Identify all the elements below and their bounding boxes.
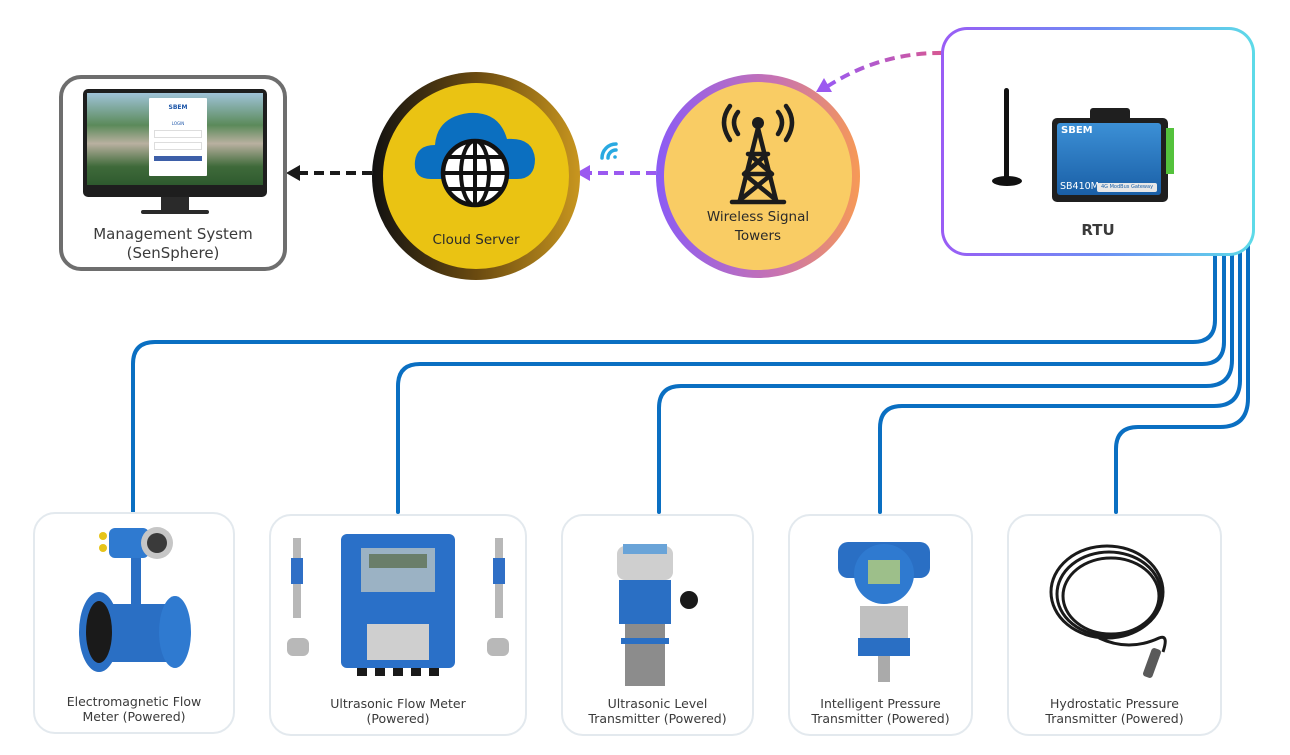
device-card-intelligent-pressure-transmitter: Intelligent Pressure Transmitter (Powere… bbox=[788, 514, 973, 736]
wireless-tower-node: Wireless Signal Towers bbox=[656, 74, 860, 278]
device-label: Ultrasonic Flow Meter (Powered) bbox=[330, 696, 466, 726]
wireless-tower-label: Wireless Signal Towers bbox=[706, 209, 810, 244]
rtu-brand: SBEM bbox=[1061, 125, 1093, 136]
monitor-base bbox=[141, 210, 209, 214]
login-brand: SBEM bbox=[168, 104, 188, 111]
cloud-globe-icon bbox=[414, 112, 535, 208]
device-label: Hydrostatic Pressure Transmitter (Powere… bbox=[1045, 696, 1184, 726]
rtu-node: SBEM SB410M 4G ModBus Gateway RTU bbox=[941, 27, 1255, 256]
management-system-node: SBEM LOGIN Management System (SenSphere) bbox=[59, 75, 287, 271]
arrow-tower-to-cloud bbox=[576, 165, 656, 181]
hydrostatic-pressure-transmitter-image bbox=[1049, 544, 1167, 678]
device-label: Ultrasonic Level Transmitter (Powered) bbox=[588, 696, 727, 726]
intelligent-pressure-transmitter-image bbox=[838, 542, 930, 682]
ultrasonic-flow-meter-image bbox=[287, 534, 509, 676]
signal-tower-icon bbox=[721, 103, 795, 205]
antenna-base bbox=[992, 176, 1022, 186]
management-system-label: Management System (SenSphere) bbox=[93, 225, 253, 262]
device-card-hydrostatic-pressure-transmitter: Hydrostatic Pressure Transmitter (Powere… bbox=[1007, 514, 1222, 736]
login-panel: SBEM LOGIN bbox=[149, 98, 207, 176]
terminal-block bbox=[1166, 128, 1174, 174]
username-field bbox=[154, 130, 202, 138]
device-label: Intelligent Pressure Transmitter (Powere… bbox=[811, 696, 950, 726]
antenna-icon bbox=[1004, 88, 1009, 180]
rtu-tag: 4G ModBus Gateway bbox=[1097, 183, 1157, 192]
monitor-stand bbox=[161, 197, 189, 211]
password-field bbox=[154, 142, 202, 150]
device-card-ultrasonic-level-transmitter: Ultrasonic Level Transmitter (Powered) bbox=[561, 514, 754, 736]
ultrasonic-level-transmitter-image bbox=[617, 544, 698, 686]
device-label: Electromagnetic Flow Meter (Powered) bbox=[66, 694, 202, 724]
electromagnetic-flow-meter-image bbox=[79, 527, 191, 672]
rtu-label: RTU bbox=[1081, 221, 1115, 239]
arrow-cloud-to-management bbox=[286, 165, 372, 181]
monitor-icon: SBEM LOGIN bbox=[83, 89, 267, 197]
wifi-icon bbox=[600, 142, 618, 160]
rtu-model: SB410M bbox=[1060, 181, 1099, 192]
device-card-electromagnetic-flow-meter: Electromagnetic Flow Meter (Powered) bbox=[33, 512, 235, 734]
cloud-server-node: Cloud Server bbox=[372, 72, 580, 280]
rtu-device: SBEM SB410M 4G ModBus Gateway bbox=[1052, 108, 1168, 202]
login-button bbox=[154, 156, 202, 161]
dashboard-screen: SBEM LOGIN bbox=[87, 93, 263, 185]
cloud-server-label: Cloud Server bbox=[432, 232, 520, 248]
device-card-ultrasonic-flow-meter: Ultrasonic Flow Meter (Powered) bbox=[269, 514, 527, 736]
login-title: LOGIN bbox=[171, 121, 185, 126]
